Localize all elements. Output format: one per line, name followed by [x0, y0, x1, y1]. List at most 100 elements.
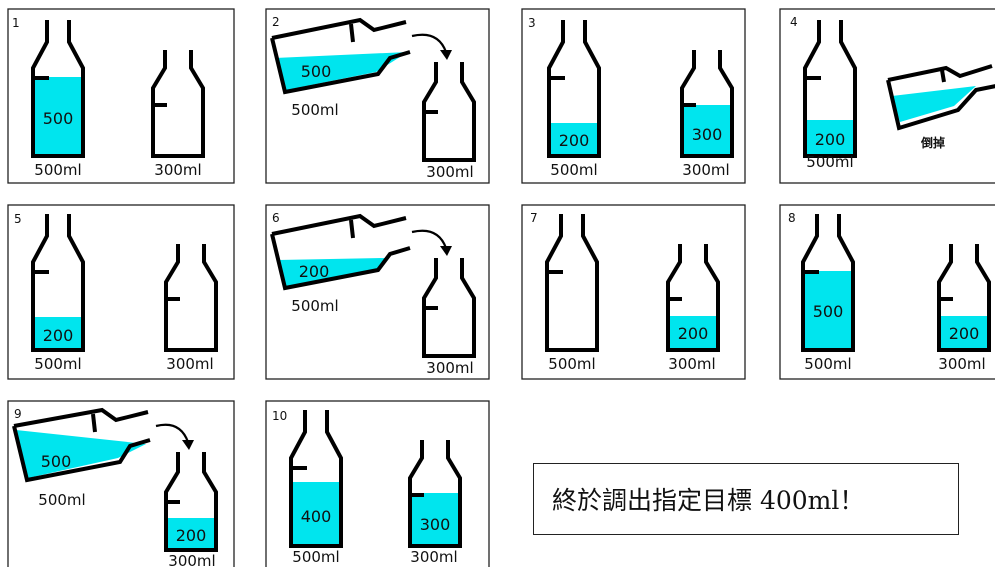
- tilted-bottle: 500: [270, 17, 411, 95]
- bottle-value: 300: [420, 515, 451, 534]
- water-fill: [682, 105, 732, 155]
- small-bottle: 200: [666, 244, 720, 352]
- small-bottle: 200: [164, 452, 218, 552]
- water-fill: [33, 77, 83, 155]
- big-bottle: [545, 214, 599, 352]
- bottle-label: 500ml: [38, 491, 85, 509]
- bottle-label: 500ml: [804, 355, 851, 373]
- panel-8: 8 500 500ml 200 300ml: [779, 204, 995, 380]
- small-bottle: 300: [680, 50, 734, 158]
- small-bottle: [422, 258, 476, 358]
- water-fill: [278, 258, 385, 286]
- water-fill: [275, 52, 408, 90]
- big-bottle: 200: [31, 214, 85, 352]
- big-bottle: 200: [803, 20, 857, 158]
- panel-6: 6 200 500ml 300ml: [265, 204, 490, 380]
- big-bottle: 500: [31, 20, 85, 158]
- panel-number: 8: [788, 211, 796, 225]
- bottle-label: 300ml: [166, 355, 213, 373]
- bottle-value: 200: [815, 130, 846, 149]
- panel-frame: [265, 8, 490, 184]
- water-fill: [166, 518, 216, 550]
- panel-1: 1 500 500ml 300ml: [7, 8, 235, 184]
- panel-number: 4: [790, 15, 798, 29]
- arrowhead: [440, 246, 452, 256]
- big-bottle: 400: [289, 410, 343, 548]
- water-fill: [33, 317, 83, 349]
- panel-frame: [265, 204, 490, 380]
- panel-number: 1: [12, 16, 20, 30]
- bottle-value: 400: [301, 507, 332, 526]
- panel-4: 4 200 500ml 倒掉: [779, 8, 995, 184]
- big-bottle: 500: [801, 214, 855, 352]
- bottle-label: 300ml: [426, 163, 473, 181]
- water-fill: [16, 430, 146, 478]
- small-bottle: [422, 62, 476, 162]
- arrowhead: [440, 50, 452, 60]
- small-bottle: [151, 50, 205, 158]
- big-bottle: 200: [547, 20, 601, 158]
- water-fill: [549, 123, 599, 155]
- bottle-value: 500: [41, 452, 72, 471]
- panel-5: 5 200 500ml 300ml: [7, 204, 235, 380]
- water-fill: [939, 316, 989, 348]
- water-fill: [805, 120, 855, 155]
- water-fill: [291, 482, 341, 545]
- bottle-value: 500: [813, 302, 844, 321]
- bottle-label: 500ml: [550, 161, 597, 179]
- bottle-label: 500ml: [291, 297, 338, 315]
- bottle-label: 500ml: [34, 355, 81, 373]
- water-fill: [410, 493, 460, 545]
- bottle-value: 300: [692, 125, 723, 144]
- result-text: 終於調出指定目標 400ml！: [552, 486, 865, 515]
- bottle-label: 300ml: [168, 552, 215, 567]
- panel-2: 2 500 500ml 300ml: [265, 8, 490, 184]
- panel-frame: [521, 204, 746, 380]
- panel-number: 7: [530, 211, 538, 225]
- bottle-value: 200: [678, 324, 709, 343]
- panel-7: 7 500ml 200 300ml: [521, 204, 746, 380]
- bottle-label: 500ml: [292, 548, 339, 566]
- bottle-label: 300ml: [426, 359, 473, 377]
- bottle-value: 200: [299, 262, 330, 281]
- panel-frame: [7, 204, 235, 380]
- bottle-value: 200: [43, 326, 74, 345]
- bottle-value: 500: [43, 109, 74, 128]
- panel-number: 6: [272, 211, 280, 225]
- bottle-label: 300ml: [154, 161, 201, 179]
- panel-9: 9 500 500ml 200 300ml: [7, 400, 235, 567]
- pour-arrow: [411, 33, 448, 53]
- bottle-label: 500ml: [291, 101, 338, 119]
- tilted-bottle: 500: [12, 407, 151, 483]
- pour-arrow: [155, 423, 190, 443]
- water-fill: [668, 316, 718, 348]
- bottle-label: 300ml: [938, 355, 985, 373]
- water-fill: [892, 86, 976, 122]
- water-fill: [803, 271, 853, 349]
- panel-number: 3: [528, 16, 536, 30]
- panel-number: 2: [272, 15, 280, 29]
- small-bottle: 200: [937, 244, 991, 352]
- panel-10: 10 400 500ml 300 300ml: [265, 400, 490, 567]
- small-bottle: [164, 244, 218, 352]
- panel-number: 5: [14, 212, 22, 226]
- bottle-value: 200: [559, 131, 590, 150]
- bottle-label: 500ml: [34, 161, 81, 179]
- panel-3: 3 200 500ml 300 300ml: [521, 8, 746, 184]
- result-box: 終於調出指定目標 400ml！: [533, 463, 959, 535]
- bottle-label: 500ml: [806, 153, 853, 171]
- tilted-small-bottle: [886, 64, 995, 131]
- bottle-label: 300ml: [668, 355, 715, 373]
- bottle-value: 500: [301, 62, 332, 81]
- small-bottle: 300: [408, 440, 462, 548]
- discard-note: 倒掉: [920, 135, 945, 150]
- bottle-label: 300ml: [682, 161, 729, 179]
- panel-number: 10: [272, 409, 287, 423]
- tilted-bottle: 200: [270, 213, 411, 291]
- bottle-label: 500ml: [548, 355, 595, 373]
- pour-arrow: [411, 229, 448, 249]
- arrowhead: [182, 440, 194, 450]
- bottle-value: 200: [176, 526, 207, 545]
- bottle-value: 200: [949, 324, 980, 343]
